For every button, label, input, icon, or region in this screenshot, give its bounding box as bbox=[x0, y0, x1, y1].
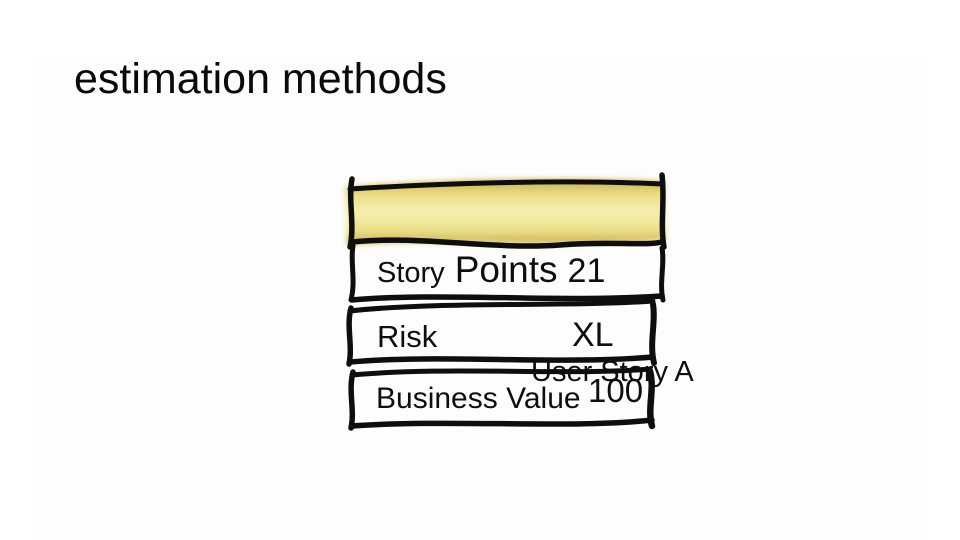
risk-label: Risk bbox=[377, 319, 438, 354]
header-row-border bbox=[347, 172, 667, 250]
business-value-row-border bbox=[348, 366, 656, 431]
story-points-label-small: Story bbox=[377, 257, 445, 289]
card-sketch bbox=[345, 172, 667, 431]
user-story-card: User Story A Story Points 21 Risk XL Bus… bbox=[320, 160, 740, 450]
story-points-value: 21 bbox=[567, 252, 606, 290]
highlight-fill bbox=[345, 179, 666, 245]
slide-canvas bbox=[33, 62, 927, 540]
story-points-row-border bbox=[348, 243, 666, 303]
user-story-label: User Story A bbox=[531, 356, 694, 388]
business-value-value: 100 bbox=[588, 372, 644, 409]
slide-title: estimation methods bbox=[74, 55, 447, 103]
business-value-label: Business Value bbox=[376, 382, 581, 415]
risk-value: XL bbox=[572, 316, 614, 354]
story-points-row: Story Points 21 bbox=[377, 251, 605, 288]
risk-row-border bbox=[346, 298, 657, 367]
story-points-label-large: Points bbox=[454, 249, 558, 290]
